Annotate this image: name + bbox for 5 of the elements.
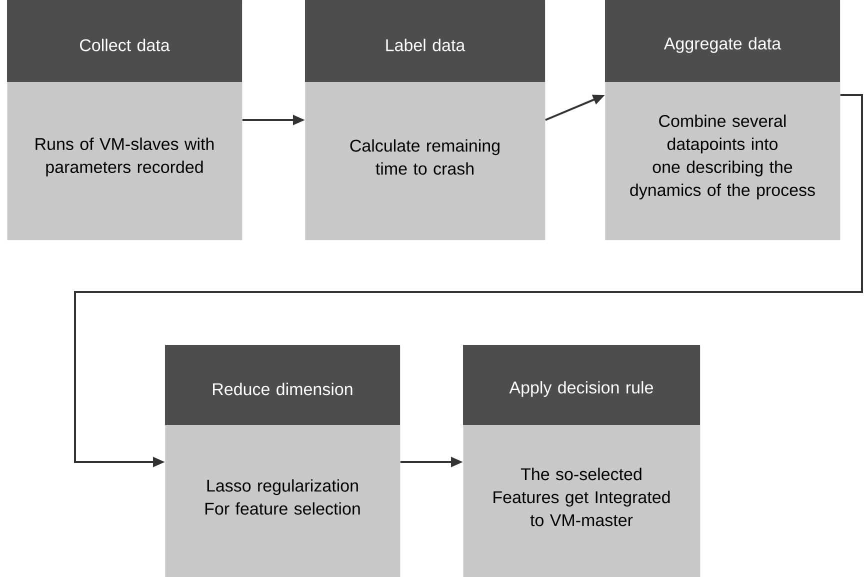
process-box: Apply decision rule The so-selected Features get Integrated to VM-master — [463, 344, 700, 577]
process-box: Collect data Runs of VM-slaves with parameters recorded — [7, 0, 242, 240]
process-box: Reduce dimension Lasso regularization For feature selection — [165, 344, 400, 577]
process-box: Label data Calculate remaining time to crash — [305, 0, 546, 240]
process-box: Aggregate data Combine several datapoints into one describing the dynamics of the process — [605, 0, 840, 240]
